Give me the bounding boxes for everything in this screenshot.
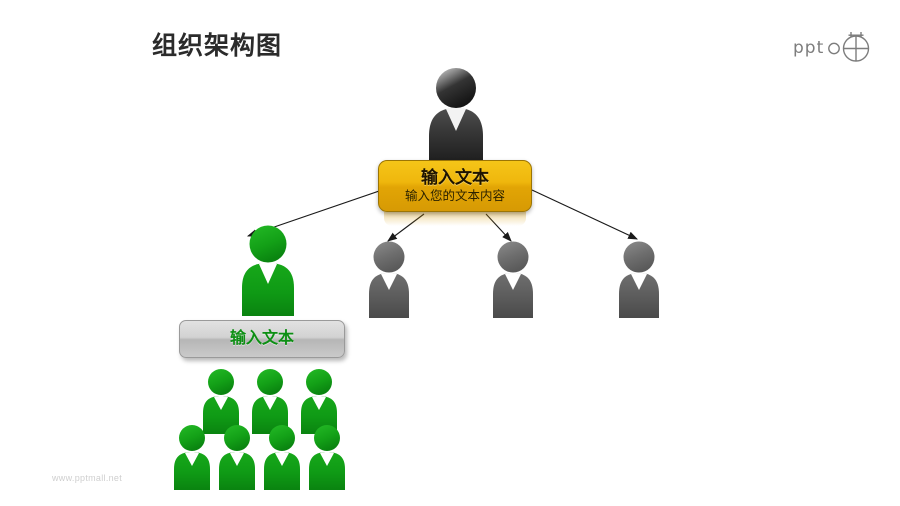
figure-leaf-1 [201, 368, 241, 434]
edge-root-to-branch-4 [531, 189, 638, 240]
primary-label-reflection [384, 212, 526, 226]
primary-label-box[interactable]: 输入文本 输入您的文本内容 [378, 160, 532, 212]
secondary-label-main: 输入文本 [229, 330, 294, 348]
primary-label-sub: 输入您的文本内容 [404, 189, 505, 204]
figure-leaf-5 [217, 424, 257, 490]
figure-branch-3 [490, 240, 536, 318]
watermark: www.pptmall.net [52, 473, 123, 483]
brand-logo-text: ppt [793, 38, 825, 58]
figure-leaf-7 [307, 424, 347, 490]
figure-branch-4 [616, 240, 662, 318]
figure-leaf-2 [250, 368, 290, 434]
figure-branch-2 [366, 240, 412, 318]
secondary-label-box[interactable]: 输入文本 [179, 320, 345, 358]
brand-logo: ppt [793, 30, 889, 64]
primary-label-main: 输入文本 [421, 167, 489, 187]
figure-root [423, 66, 489, 166]
figure-leaf-6 [262, 424, 302, 490]
figure-branch-1 [238, 224, 298, 316]
figure-leaf-4 [172, 424, 212, 490]
page-title: 组织架构图 [152, 32, 283, 60]
globe-crosshair-icon [828, 32, 870, 62]
